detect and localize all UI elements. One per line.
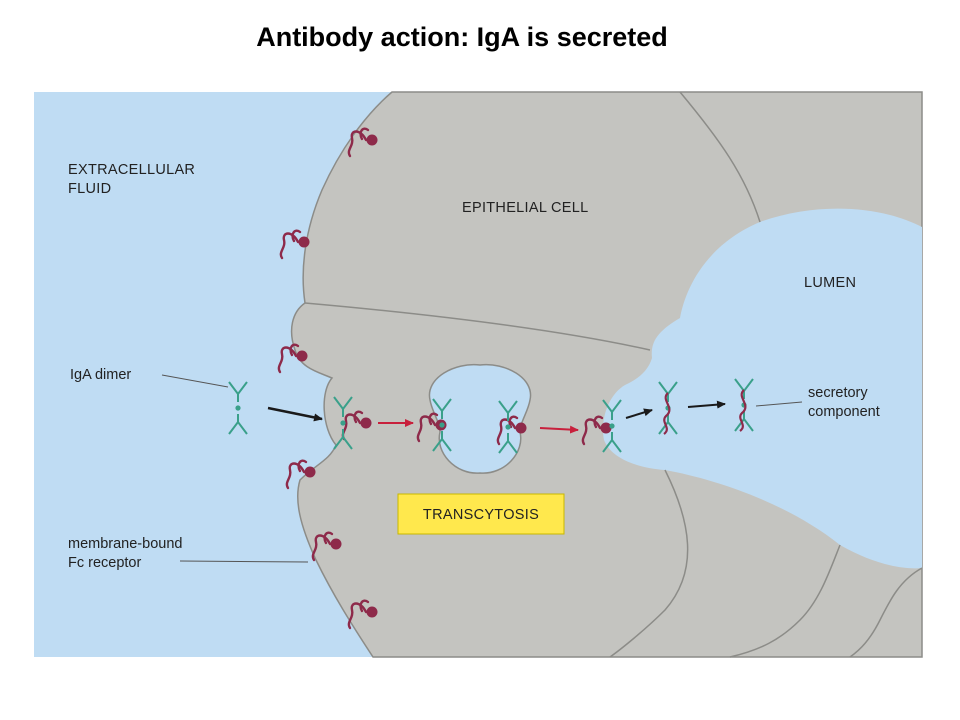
arrow-from-vesicle <box>539 425 579 434</box>
label-extracellular-fluid-2: FLUID <box>68 181 111 197</box>
lumen-area <box>602 208 922 569</box>
label-epithelial-cell: EPITHELIAL CELL <box>462 200 588 216</box>
leader-secretory <box>755 401 803 407</box>
leader-iga-dimer <box>161 374 229 388</box>
label-secretory: secretory <box>808 385 868 401</box>
label-transcytosis: TRANSCYTOSIS <box>423 507 539 523</box>
label-iga-dimer: IgA dimer <box>70 367 131 383</box>
label-membrane-bound: membrane-bound <box>68 536 182 552</box>
label-extracellular-fluid: EXTRACELLULAR <box>68 162 195 178</box>
secretory-component <box>739 389 747 432</box>
transcytotic-vesicle <box>428 363 532 474</box>
cell-boundaries <box>304 91 923 658</box>
label-fc-receptor: Fc receptor <box>68 555 141 571</box>
arrow-lumen <box>687 400 726 409</box>
transcytosis-box <box>397 493 565 535</box>
label-lumen: LUMEN <box>804 275 856 291</box>
slide-title: Antibody action: IgA is secreted <box>256 22 668 52</box>
arrow-uptake <box>267 406 323 422</box>
secretory-component <box>663 392 671 435</box>
label-secretory-2: component <box>808 404 880 420</box>
leader-receptor <box>179 560 309 563</box>
arrow-release <box>625 408 653 419</box>
